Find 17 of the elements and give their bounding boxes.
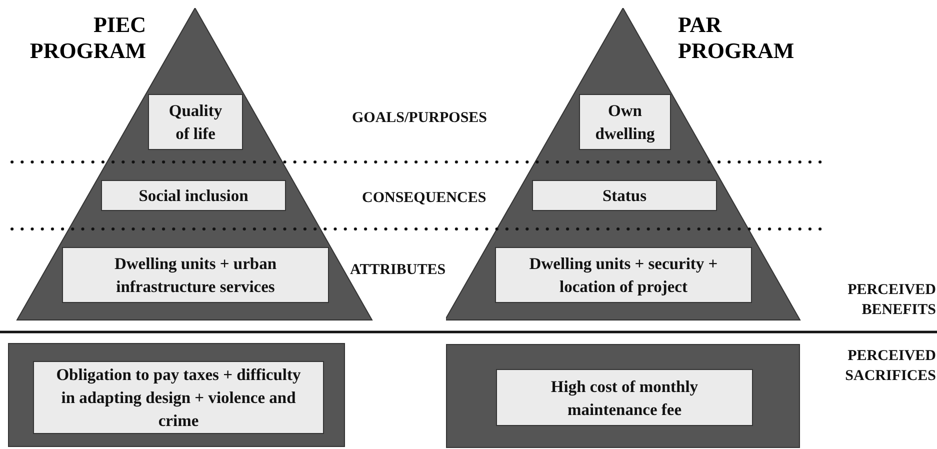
level-box: Social inclusion (101, 180, 286, 211)
level-box: High cost of monthly maintenance fee (496, 369, 753, 426)
level-box: Quality of life (148, 94, 243, 150)
level-label: ATTRIBUTES (350, 261, 447, 280)
level-box: Status (532, 180, 717, 211)
level-box: Own dwelling (579, 94, 671, 150)
program-heading: PIEC PROGRAM (28, 12, 146, 64)
level-label: PERCEIVED BENEFITS (846, 281, 936, 320)
level-box: Dwelling units + urban infrastructure services (62, 247, 329, 303)
program-heading: PAR PROGRAM (678, 12, 796, 64)
level-box: Obligation to pay taxes + difficulty in adapting design + violence and crime (33, 361, 324, 434)
level-label: PERCEIVED SACRIFICES (844, 347, 936, 386)
dark-panel (446, 344, 800, 448)
level-label: GOALS/PURPOSES (352, 109, 488, 128)
dark-panel (8, 343, 345, 447)
level-box: Dwelling units + security + location of project (495, 247, 752, 303)
level-label: CONSEQUENCES (362, 189, 488, 208)
